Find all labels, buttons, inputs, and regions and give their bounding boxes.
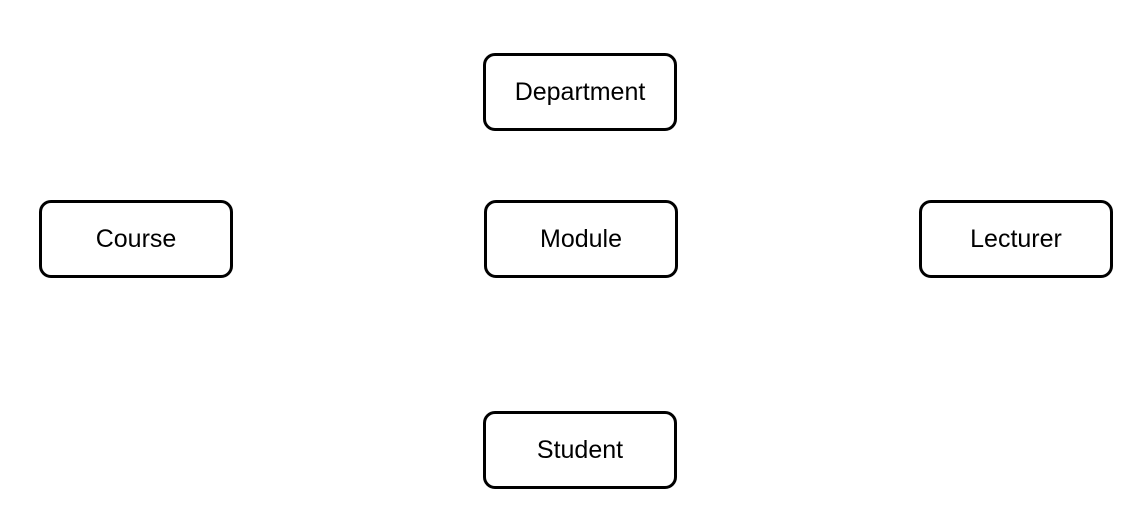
entity-module-label: Module [540,224,622,253]
entity-module: Module [484,200,678,278]
entity-department-label: Department [514,77,646,106]
entity-student: Student [483,411,677,489]
entity-student-label: Student [536,435,624,464]
entity-department: Department [483,53,677,131]
entity-course: Course [39,200,233,278]
entity-course-label: Course [95,224,177,253]
entity-lecturer: Lecturer [919,200,1113,278]
entity-lecturer-label: Lecturer [970,224,1062,253]
